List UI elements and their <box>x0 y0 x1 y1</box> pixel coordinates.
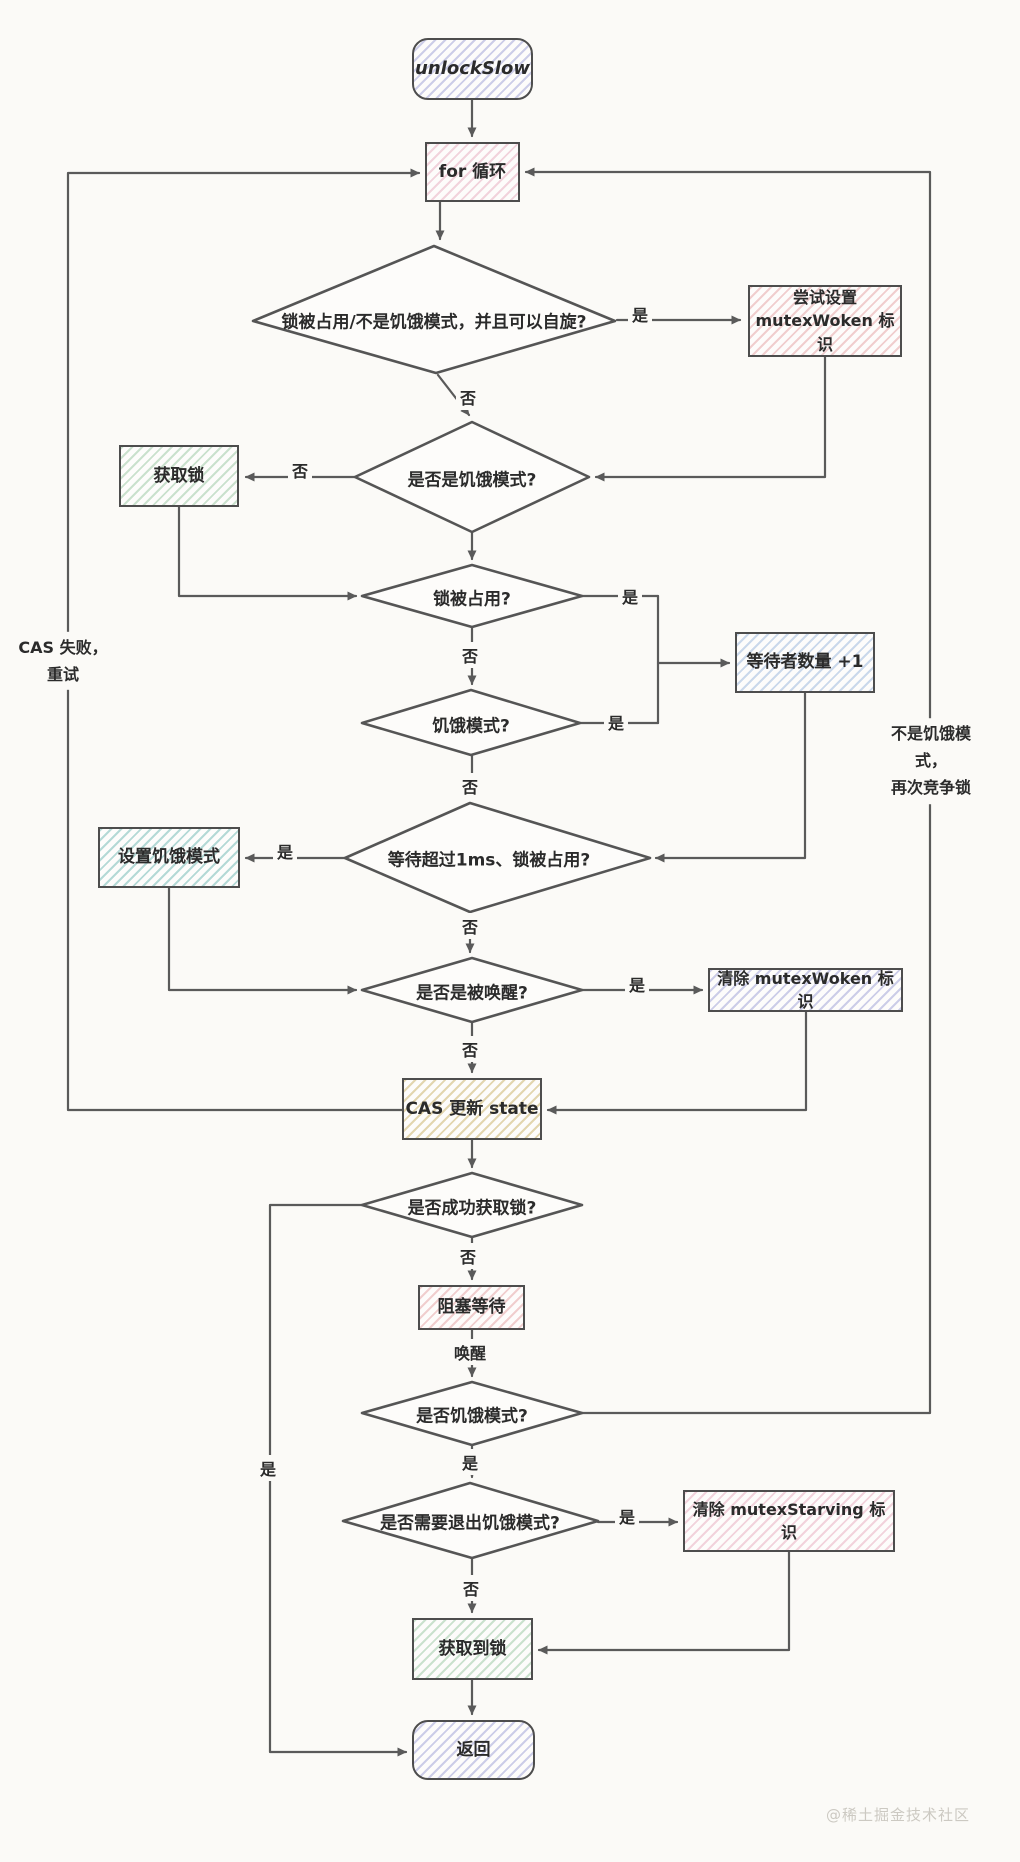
edge-label-spin-yes: 是 <box>627 301 653 327</box>
node-clear-mutexstarving: 清除 mutexStarving 标识 <box>683 1490 895 1552</box>
node-acquire-lock: 获取锁 <box>119 445 239 507</box>
edge-label-exit-yes: 是 <box>614 1503 640 1529</box>
decision-spin-diamond <box>251 244 617 375</box>
annotation-not-starving-compete: 不是饥饿模式， 再次竞争锁 <box>886 718 976 804</box>
decision-spin-label: 锁被占用/不是饥饿模式，并且可以自旋? <box>281 312 587 333</box>
edge-label-locked-no: 否 <box>457 642 483 668</box>
edge-trywoken-to-isstarving <box>594 355 827 482</box>
node-try-set-mutexwoken: 尝试设置 mutexWoken 标识 <box>748 285 902 357</box>
edge-label-hungry-yes: 是 <box>603 709 629 735</box>
node-for-loop: for 循环 <box>425 142 520 202</box>
edge-waiters-to-wait1ms <box>654 691 807 863</box>
decision-locked-label: 锁被占用? <box>433 589 511 610</box>
decision-starvmode-diamond <box>360 1380 584 1447</box>
node-got-lock: 获取到锁 <box>412 1618 533 1680</box>
edge-label-success-yes: 是 <box>255 1455 281 1481</box>
edge-clearwoken-to-cas <box>546 1010 808 1115</box>
decision-wait1ms-label: 等待超过1ms、锁被占用? <box>387 850 591 871</box>
edge-starvmode-no-to-for <box>524 167 932 1415</box>
decision-locked-diamond <box>360 563 584 629</box>
decision-hungry-label: 饥饿模式? <box>432 716 510 737</box>
edge-label-woken-yes: 是 <box>624 971 650 997</box>
decision-isstarving-diamond <box>353 420 591 534</box>
edge-label-exit-no: 否 <box>458 1575 484 1601</box>
node-cas-update-state: CAS 更新 state <box>402 1078 542 1140</box>
edge-label-locked-yes: 是 <box>617 583 643 609</box>
edge-label-success-no: 否 <box>455 1243 481 1269</box>
annotation-cas-fail-retry: CAS 失败， 重试 <box>14 631 112 691</box>
edge-clearstarving-to-gotlock <box>537 1550 791 1655</box>
edge-success-yes-to-return <box>268 1203 408 1757</box>
edge-label-starvmode-yes: 是 <box>457 1449 483 1475</box>
edge-setstarving-to-woken <box>167 886 358 995</box>
decision-exitstarving-label: 是否需要退出饥饿模式? <box>380 1513 560 1534</box>
node-set-starving: 设置饥饿模式 <box>98 827 240 888</box>
edge-label-wait-no: 否 <box>457 913 483 939</box>
decision-wait1ms-diamond <box>343 801 652 914</box>
edge-acquire-to-locked <box>177 505 358 601</box>
node-clear-mutexwoken: 清除 mutexWoken 标识 <box>708 968 903 1012</box>
decision-woken-diamond <box>360 956 584 1024</box>
watermark: @稀土掘金技术社区 <box>826 1806 971 1824</box>
decision-isstarving-label: 是否是饥饿模式? <box>407 470 537 491</box>
decision-success-diamond <box>360 1171 584 1239</box>
decision-success-label: 是否成功获取锁? <box>407 1198 537 1219</box>
node-start: unlockSlow <box>412 38 533 100</box>
edge-label-wake: 唤醒 <box>449 1339 491 1365</box>
decision-exitstarving-diamond <box>341 1481 600 1560</box>
edge-label-spin-no: 否 <box>455 384 481 410</box>
decision-woken-label: 是否是被唤醒? <box>416 983 528 1004</box>
decision-starvmode-label: 是否饥饿模式? <box>416 1406 528 1427</box>
edge-label-wait-yes: 是 <box>272 838 298 864</box>
node-return: 返回 <box>412 1720 535 1780</box>
decision-hungry-diamond <box>360 688 582 757</box>
node-add-waiter: 等待者数量 +1 <box>735 632 875 693</box>
edge-label-isstarving-no: 否 <box>287 457 313 483</box>
node-block-wait: 阻塞等待 <box>418 1285 525 1330</box>
edge-label-woken-no: 否 <box>457 1036 483 1062</box>
edge-label-hungry-no: 否 <box>457 773 483 799</box>
